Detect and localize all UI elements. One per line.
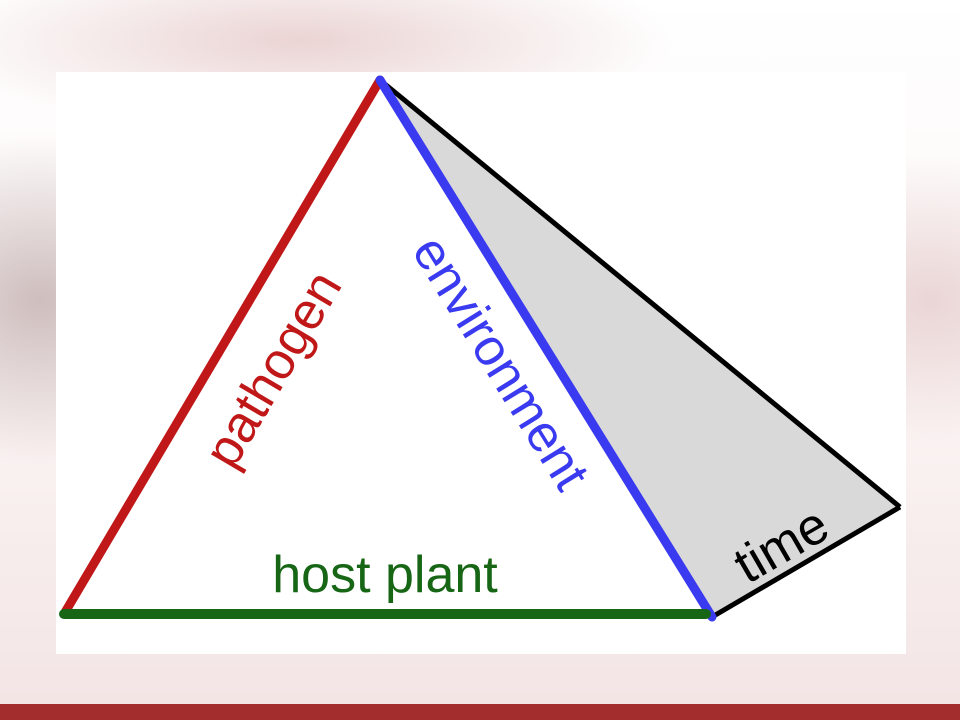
- time-edge-top: [378, 78, 902, 509]
- time-edge-bottom: [710, 504, 902, 620]
- host-plant-label: host plant: [272, 546, 498, 604]
- pathogen-edge: [59, 75, 385, 619]
- time-face: [380, 80, 900, 617]
- pathogen-label: pathogen: [193, 261, 353, 477]
- slide-accent-bar: [0, 704, 960, 720]
- environment-edge: [375, 75, 717, 622]
